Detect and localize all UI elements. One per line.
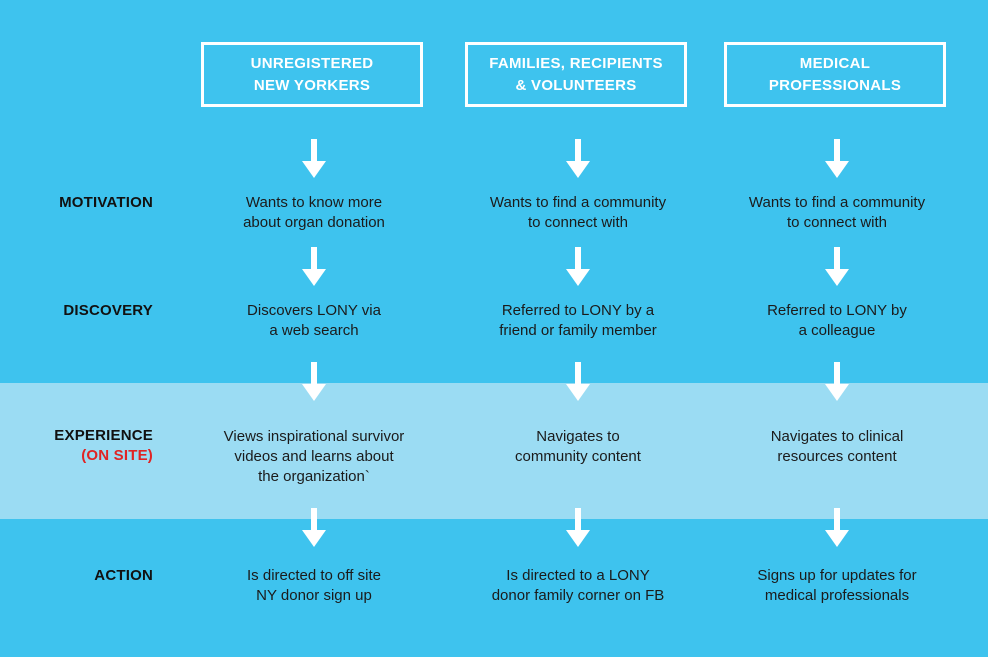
column-header-label: FAMILIES, RECIPIENTS & VOLUNTEERS — [489, 54, 663, 94]
cell-discovery-families: Referred to LONY by a friend or family m… — [499, 302, 657, 339]
down-arrow-icon — [566, 247, 590, 286]
row-sublabel-on-site: (ON SITE) — [81, 447, 153, 464]
column-header-medical: MEDICAL PROFESSIONALS — [724, 42, 946, 107]
down-arrow-icon — [825, 139, 849, 178]
down-arrow-icon — [825, 247, 849, 286]
down-arrow-icon — [302, 508, 326, 547]
cell-motivation-families: Wants to find a community to connect wit… — [489, 194, 667, 231]
column-header-label: MEDICAL PROFESSIONALS — [768, 54, 902, 94]
cell-motivation-medical: Wants to find a community to connect wit… — [748, 194, 926, 231]
cell-action-families: Is directed to a LONY donor family corne… — [491, 567, 665, 604]
down-arrow-icon — [566, 362, 590, 401]
cell-action-unregistered: Is directed to off site NY donor sign up — [247, 567, 381, 604]
row-label-motivation: MOTIVATION — [59, 193, 153, 213]
down-arrow-icon — [566, 508, 590, 547]
row-label-action: ACTION — [94, 566, 153, 586]
down-arrow-icon — [566, 139, 590, 178]
row-label-experience: EXPERIENCE (ON SITE) — [54, 426, 153, 466]
row-label-text: DISCOVERY — [63, 302, 153, 319]
cell-discovery-unregistered: Discovers LONY via a web search — [247, 302, 381, 339]
cell-discovery-medical: Referred to LONY by a colleague — [767, 302, 907, 339]
row-label-text: ACTION — [94, 567, 153, 584]
cell-motivation-unregistered: Wants to know more about organ donation — [243, 194, 385, 231]
column-header-label: UNREGISTERED NEW YORKERS — [250, 54, 374, 94]
column-header-unregistered: UNREGISTERED NEW YORKERS — [201, 42, 423, 107]
row-label-text: MOTIVATION — [59, 194, 153, 211]
row-label-text: EXPERIENCE — [54, 427, 153, 444]
down-arrow-icon — [302, 362, 326, 401]
down-arrow-icon — [302, 139, 326, 178]
down-arrow-icon — [302, 247, 326, 286]
down-arrow-icon — [825, 362, 849, 401]
cell-action-medical: Signs up for updates for medical profess… — [757, 567, 917, 604]
cell-experience-medical: Navigates to clinical resources content — [770, 428, 904, 465]
row-label-discovery: DISCOVERY — [63, 301, 153, 321]
down-arrow-icon — [825, 508, 849, 547]
cell-experience-families: Navigates to community content — [515, 428, 641, 465]
cell-experience-unregistered: Views inspirational survivor videos and … — [223, 428, 405, 485]
on-site-highlight-band — [0, 383, 988, 519]
column-header-families: FAMILIES, RECIPIENTS & VOLUNTEERS — [465, 42, 687, 107]
